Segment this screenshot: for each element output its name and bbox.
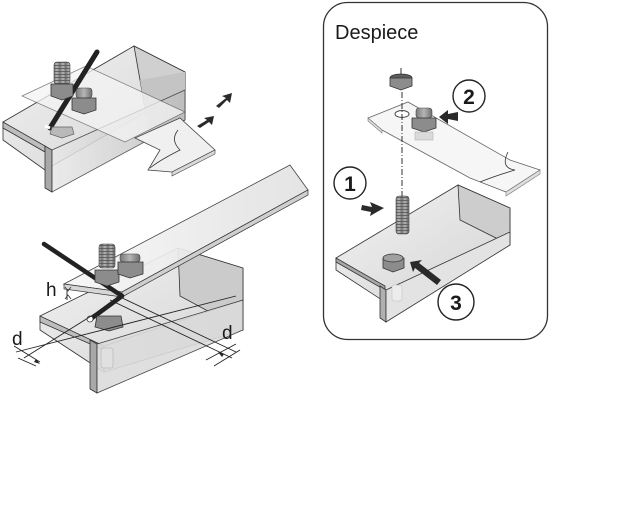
arrow-right — [197, 116, 214, 128]
callout-1: 1 — [333, 166, 367, 200]
dimension-lines — [13, 290, 241, 367]
detail-panel: 1 2 3 Despiece — [322, 1, 549, 341]
callout-arrow-2 — [439, 110, 458, 124]
dimension-label-d-left: d — [12, 329, 23, 350]
angle-vertical-leg — [44, 145, 53, 193]
callout-3: 3 — [437, 283, 475, 321]
dimension-label-h: h — [46, 280, 57, 301]
arrow-up-right — [216, 93, 232, 108]
detail-panel-title: Despiece — [335, 22, 418, 44]
exploded-plate — [367, 101, 541, 197]
ground-rod-lower — [41, 241, 125, 299]
callout-2: 2 — [452, 79, 486, 113]
exploded-stud-bolt — [395, 195, 410, 235]
callout-1-number: 1 — [344, 173, 356, 196]
exploded-angle-bracket — [335, 184, 511, 323]
nut-upper-right — [71, 87, 97, 115]
bolt-upper-left — [50, 61, 74, 101]
exploded-plate-nut — [411, 107, 437, 141]
top-left-assembly — [2, 45, 232, 193]
lower-angle-vertical-leg — [89, 339, 98, 394]
bottom-left-assembly — [13, 164, 309, 394]
dimension-label-d-right: d — [222, 323, 233, 344]
lower-nut — [117, 253, 144, 279]
callout-arrow-3 — [410, 260, 441, 285]
lower-bolt — [94, 243, 120, 287]
callout-3-number: 3 — [450, 292, 462, 315]
lower-nut-under — [94, 315, 124, 332]
ground-rod-upper — [47, 49, 100, 131]
callout-arrow-1 — [361, 202, 384, 216]
callout-2-number: 2 — [463, 86, 475, 109]
nut-under-bracket — [49, 126, 75, 139]
exploded-top-nut — [389, 68, 413, 91]
